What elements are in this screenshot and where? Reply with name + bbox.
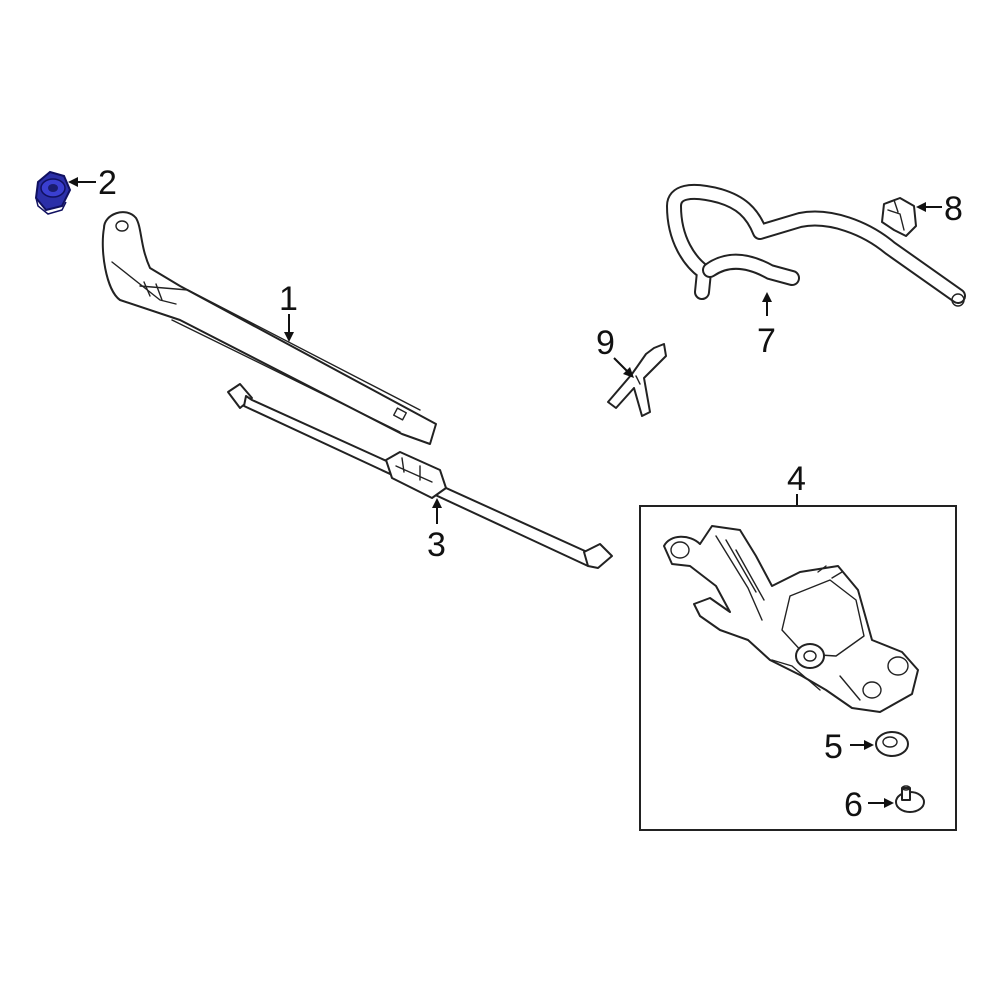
callout-4: 4 — [787, 460, 806, 498]
callout-2: 2 — [68, 164, 117, 202]
part-9-connector[interactable] — [607, 343, 667, 417]
callout-2-label: 2 — [98, 164, 117, 202]
callout-7-label: 7 — [757, 322, 776, 360]
part-4-wiper-motor[interactable] — [663, 525, 919, 713]
callout-9-label: 9 — [596, 324, 615, 362]
callout-9: 9 — [596, 324, 634, 378]
callout-8: 8 — [916, 190, 963, 228]
callout-6: 6 — [844, 786, 894, 824]
callout-3-label: 3 — [427, 526, 446, 564]
callout-1-label: 1 — [279, 280, 298, 318]
callout-8-label: 8 — [944, 190, 963, 228]
callout-4-label: 4 — [787, 460, 806, 498]
callout-3: 3 — [427, 498, 446, 564]
part-2-nut[interactable] — [34, 170, 72, 215]
part-4-box — [639, 494, 957, 831]
callout-1: 1 — [279, 280, 298, 342]
part-3-wiper-blade[interactable] — [227, 383, 613, 569]
part-6-bolt[interactable] — [895, 785, 925, 813]
callout-5: 5 — [824, 728, 874, 766]
callout-6-label: 6 — [844, 786, 863, 824]
part-7-washer-hose[interactable] — [666, 183, 966, 307]
part-1-wiper-arm[interactable] — [101, 211, 437, 445]
part-5-grommet[interactable] — [875, 731, 909, 757]
callout-7: 7 — [757, 292, 776, 360]
callout-5-label: 5 — [824, 728, 843, 766]
part-8-hose-clip[interactable] — [881, 197, 917, 237]
